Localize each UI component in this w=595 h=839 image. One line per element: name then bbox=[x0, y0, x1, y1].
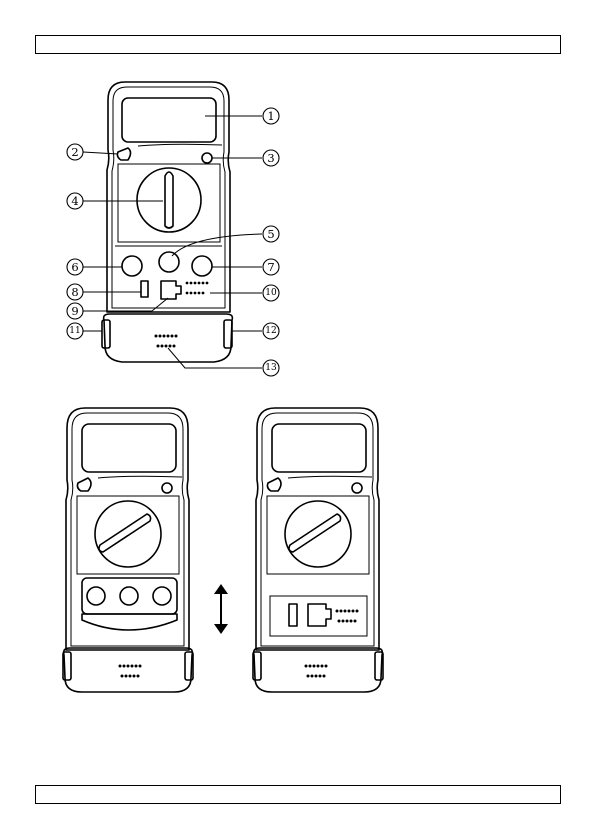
svg-text:7: 7 bbox=[267, 260, 274, 274]
callout-11: 11 bbox=[67, 323, 83, 339]
callout-7: 7 bbox=[263, 259, 279, 275]
svg-text:13: 13 bbox=[265, 363, 277, 373]
svg-text:2: 2 bbox=[71, 145, 78, 159]
holster-bottom bbox=[104, 314, 233, 362]
rotary-switch bbox=[137, 168, 201, 232]
callout-9: 9 bbox=[67, 303, 83, 319]
callout-6: 6 bbox=[67, 259, 83, 275]
svg-text:12: 12 bbox=[265, 326, 276, 336]
svg-text:5: 5 bbox=[267, 227, 274, 241]
callout-4: 4 bbox=[67, 193, 83, 209]
callout-10: 10 bbox=[263, 285, 279, 301]
svg-text:6: 6 bbox=[71, 260, 78, 274]
callout-3: 3 bbox=[263, 150, 279, 166]
battery-slot bbox=[141, 281, 148, 297]
holster-vent-dots bbox=[155, 335, 178, 348]
power-button bbox=[117, 148, 130, 160]
callout-2: 2 bbox=[67, 144, 83, 160]
callout-12: 12 bbox=[263, 323, 279, 339]
jack-middle bbox=[159, 252, 179, 272]
dots-row-10 bbox=[186, 282, 209, 295]
jack-right bbox=[192, 256, 212, 276]
rotary-switch-panel bbox=[118, 164, 220, 242]
svg-text:3: 3 bbox=[267, 151, 274, 165]
callout-1: 1 bbox=[263, 108, 279, 124]
svg-text:4: 4 bbox=[71, 194, 78, 208]
up-down-arrow-icon bbox=[214, 584, 228, 634]
rotary-pointer bbox=[165, 172, 173, 228]
multimeter-labeled-diagram bbox=[83, 82, 262, 368]
svg-text:11: 11 bbox=[69, 326, 80, 336]
svg-text:8: 8 bbox=[71, 285, 78, 299]
callout-5: 5 bbox=[263, 226, 279, 242]
svg-text:9: 9 bbox=[71, 304, 78, 318]
callout-13: 13 bbox=[263, 360, 279, 376]
callout-8: 8 bbox=[67, 284, 83, 300]
svg-text:1: 1 bbox=[267, 109, 274, 123]
display-divider bbox=[138, 144, 222, 146]
lcd-display bbox=[122, 98, 216, 142]
svg-text:10: 10 bbox=[265, 288, 277, 298]
hold-button bbox=[202, 153, 212, 163]
multimeter-open-cover bbox=[253, 408, 383, 692]
multimeter-closed-cover bbox=[63, 408, 193, 692]
hfe-socket bbox=[161, 281, 181, 299]
jack-left bbox=[122, 256, 142, 276]
holster-clip-left bbox=[102, 320, 110, 348]
